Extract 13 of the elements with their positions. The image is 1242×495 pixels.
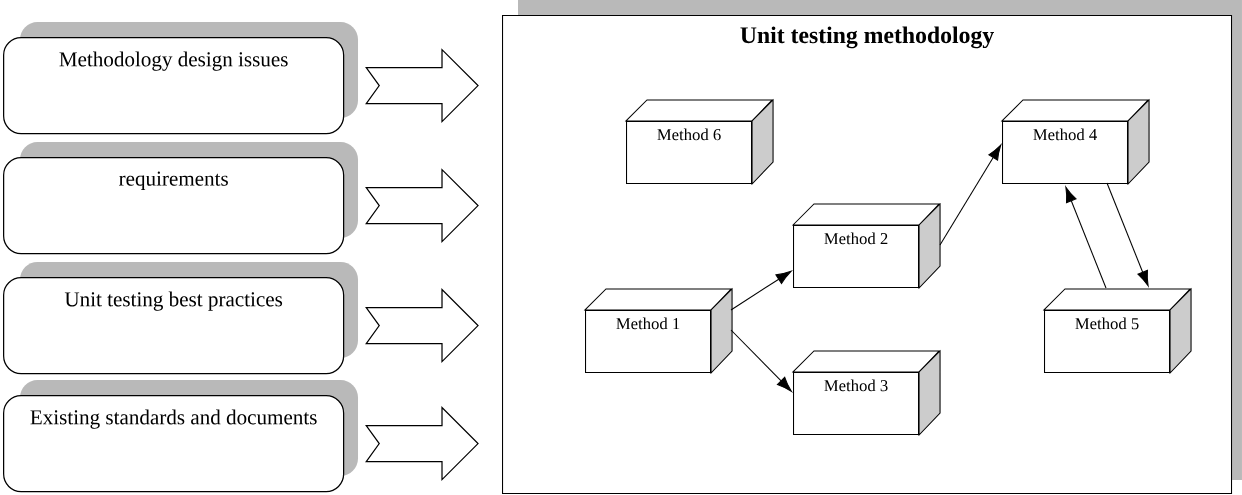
arrow <box>939 144 1002 246</box>
block-arrow <box>365 48 479 124</box>
input-box: Methodology design issues <box>3 22 358 135</box>
arrow <box>1106 182 1149 287</box>
input-box: Unit testing best practices <box>3 262 358 375</box>
arrow <box>730 270 792 311</box>
arrow <box>1065 186 1107 289</box>
input-box: Existing standards and documents <box>3 380 358 493</box>
input-box: requirements <box>3 142 358 255</box>
arrow <box>730 329 792 392</box>
block-arrow <box>365 288 479 364</box>
block-arrow <box>365 168 479 244</box>
block-arrow <box>365 406 479 482</box>
